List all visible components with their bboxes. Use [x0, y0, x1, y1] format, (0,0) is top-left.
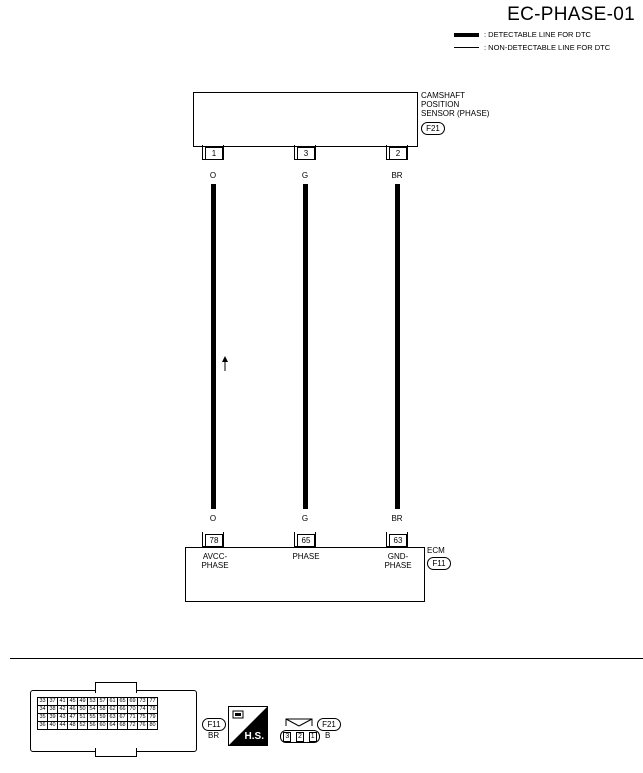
- wire-phase: [303, 184, 308, 509]
- wire-color-bottom-1: O: [209, 514, 217, 523]
- f21-pin-1: 1: [308, 731, 317, 742]
- ecm-grid-pin: 56: [87, 721, 98, 730]
- ecm-grid-pin: 36: [37, 721, 48, 730]
- ecm-grid-pin: 79: [147, 713, 158, 722]
- ecm-grid-pin: 58: [97, 705, 108, 714]
- f21-connector-face: 3 2 1: [280, 730, 320, 743]
- legend-non-detectable: : NON-DETECTABLE LINE FOR DTC: [484, 43, 611, 52]
- ecm-name: ECM: [427, 546, 445, 555]
- ecm-grid-pin: 37: [47, 697, 58, 706]
- sensor-connector-tag: F21: [421, 122, 445, 135]
- f21-pin-3: 3: [283, 731, 292, 742]
- ecm-grid-pin: 50: [77, 705, 88, 714]
- ecm-grid-pin: 59: [97, 713, 108, 722]
- f21-connector-latch-icon: [285, 718, 313, 727]
- ecm-grid-pin: 72: [127, 721, 138, 730]
- ecm-grid-pin: 43: [57, 713, 68, 722]
- ecm-grid-pin: 47: [67, 713, 78, 722]
- sensor-pin-2: 2: [386, 145, 408, 160]
- ecm-grid-pin: 74: [137, 705, 148, 714]
- sensor-pin-1: 1: [202, 145, 224, 160]
- ecm-pin-78: 78: [202, 532, 224, 547]
- wire-avcc-phase: [211, 184, 216, 509]
- ecm-grid-pin: 61: [107, 697, 118, 706]
- f21-connector-tag: F21: [317, 718, 341, 731]
- sensor-label: CAMSHAFT POSITION SENSOR (PHASE): [421, 91, 490, 118]
- ecm-grid-pin: 40: [47, 721, 58, 730]
- ecm-grid-pin: 52: [77, 721, 88, 730]
- wire-gnd-phase: [395, 184, 400, 509]
- ecm-grid-pin: 62: [107, 705, 118, 714]
- ecm-connector-tag: F11: [427, 557, 451, 570]
- f11-connector-tag: F11: [202, 718, 226, 731]
- f11-color: BR: [208, 731, 220, 740]
- ecm-grid-pin: 73: [137, 697, 148, 706]
- page-title: EC-PHASE-01: [507, 4, 635, 25]
- ecm-pin-63: 63: [386, 532, 408, 547]
- ecm-grid-pin: 69: [127, 697, 138, 706]
- ecm-grid-pin: 39: [47, 713, 58, 722]
- wire-color-top-1: O: [209, 171, 217, 180]
- ecm-grid-pin: 57: [97, 697, 108, 706]
- ecm-grid-pin: 41: [57, 697, 68, 706]
- ecm-connector-latch: [95, 682, 137, 693]
- ecm-grid-pin: 63: [107, 713, 118, 722]
- ecm-grid-pin: 76: [137, 721, 148, 730]
- section-divider: [10, 658, 643, 659]
- ecm-grid-pin: 42: [57, 705, 68, 714]
- ecm-grid-pin: 53: [87, 697, 98, 706]
- ecm-grid-pin: 67: [117, 713, 128, 722]
- ecm-label-gnd: GND-PHASE: [384, 552, 412, 570]
- ecm-grid-pin: 48: [67, 721, 78, 730]
- camshaft-sensor-box: [193, 92, 418, 147]
- ecm-grid-pin: 64: [107, 721, 118, 730]
- wire-color-bottom-3: BR: [391, 514, 403, 523]
- wire-color-bottom-2: G: [301, 514, 309, 523]
- signal-arrow-icon: [222, 356, 228, 371]
- ecm-grid-pin: 66: [117, 705, 128, 714]
- ecm-connector-key: [95, 748, 137, 757]
- ecm-grid-pin: 77: [147, 697, 158, 706]
- ecm-pin-65: 65: [294, 532, 316, 547]
- sensor-pin-3: 3: [294, 145, 316, 160]
- ecm-label-phase: PHASE: [292, 552, 320, 561]
- ecm-box: [185, 547, 425, 602]
- ecm-grid-pin: 38: [47, 705, 58, 714]
- ecm-grid-pin: 71: [127, 713, 138, 722]
- ecm-grid-pin: 46: [67, 705, 78, 714]
- f21-color: B: [325, 731, 331, 740]
- ecm-grid-pin: 65: [117, 697, 128, 706]
- ecm-grid-pin: 60: [97, 721, 108, 730]
- ecm-grid-pin: 55: [87, 713, 98, 722]
- non-detectable-line-sample: [454, 47, 479, 48]
- ecm-grid-pin: 44: [57, 721, 68, 730]
- harness-side-icon: H.S.: [228, 706, 268, 746]
- ecm-grid-pin: 35: [37, 713, 48, 722]
- ecm-grid-pin: 49: [77, 697, 88, 706]
- ecm-grid-pin: 33: [37, 697, 48, 706]
- ecm-label-avcc: AVCC-PHASE: [201, 552, 229, 570]
- detectable-line-sample: [454, 33, 479, 37]
- ecm-grid-pin: 75: [137, 713, 148, 722]
- ecm-grid-pin: 45: [67, 697, 78, 706]
- ecm-grid-pin: 54: [87, 705, 98, 714]
- legend-detectable: : DETECTABLE LINE FOR DTC: [484, 30, 591, 39]
- ecm-grid-pin: 51: [77, 713, 88, 722]
- ecm-grid-pin: 34: [37, 705, 48, 714]
- ecm-grid-pin: 78: [147, 705, 158, 714]
- ecm-grid-pin: 70: [127, 705, 138, 714]
- f21-pin-2: 2: [296, 731, 304, 742]
- ecm-grid-pin: 80: [147, 721, 158, 730]
- wire-color-top-2: G: [301, 171, 309, 180]
- wire-color-top-3: BR: [391, 171, 403, 180]
- ecm-grid-pin: 68: [117, 721, 128, 730]
